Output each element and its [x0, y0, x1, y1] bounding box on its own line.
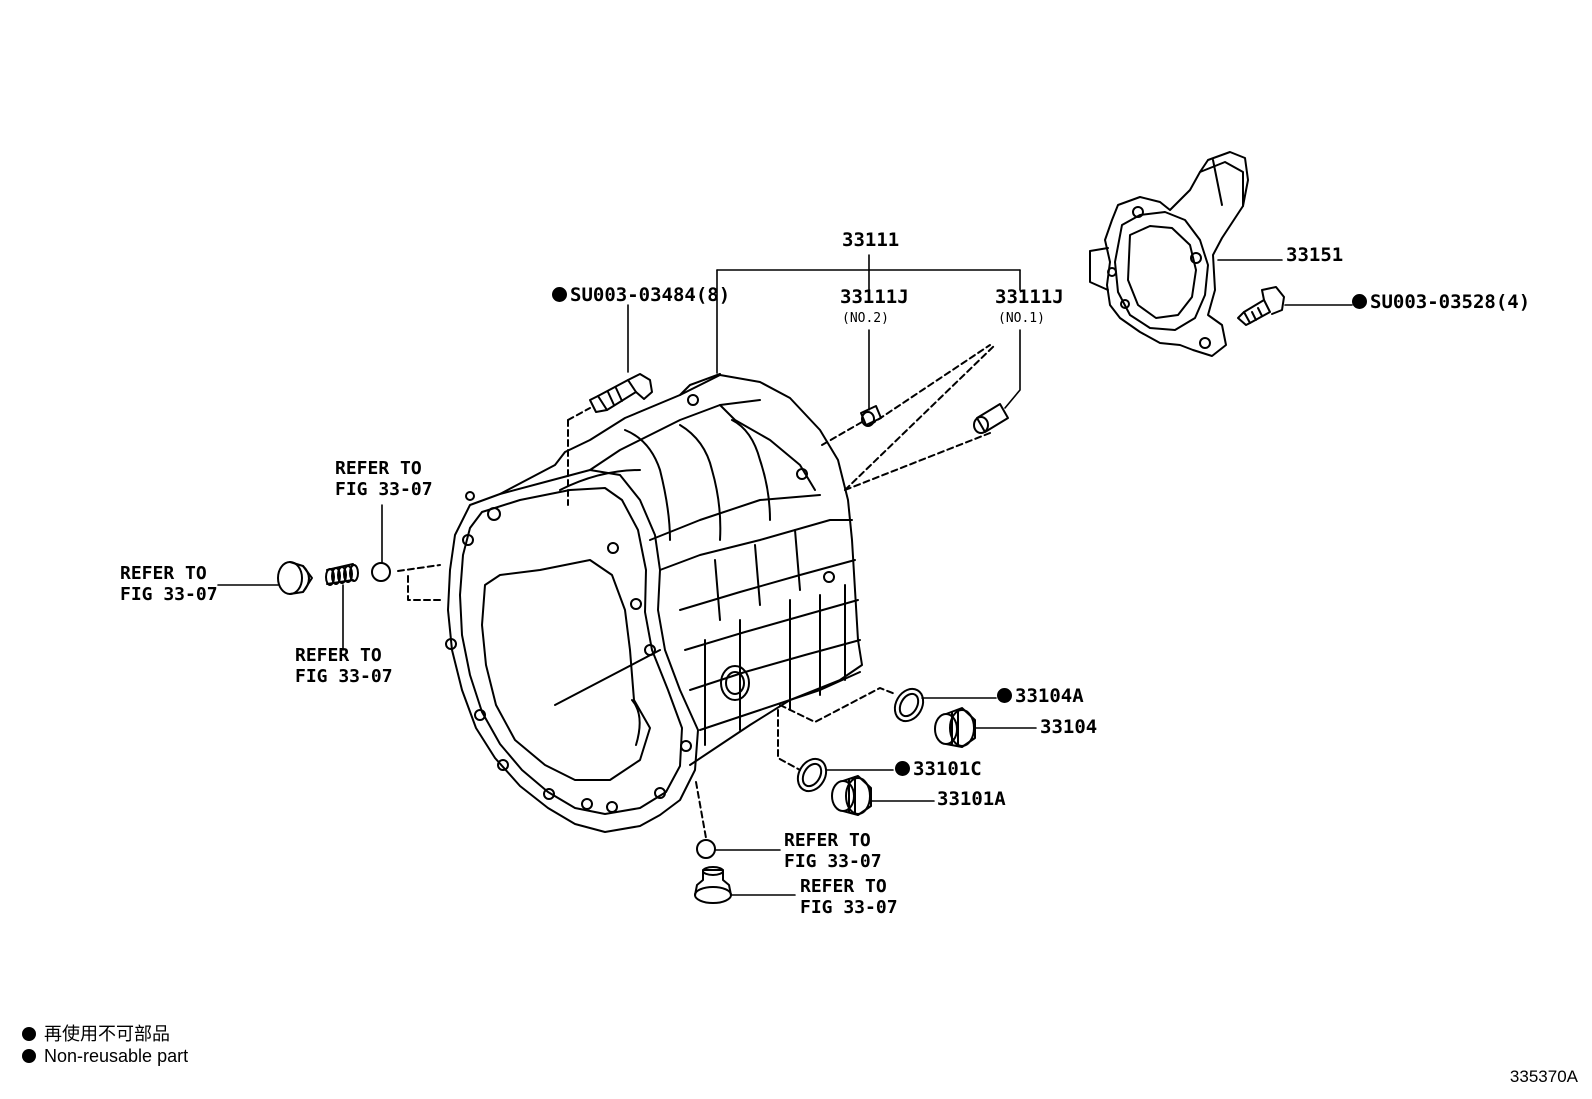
gasket-c-text: 33101C	[913, 758, 982, 780]
left-spring-icon	[325, 563, 359, 586]
bolt-case-text: SU003-03484(8)	[570, 284, 731, 306]
label-33104: 33104	[1040, 716, 1098, 738]
non-reusable-dot-icon	[997, 688, 1012, 703]
non-reusable-dot-icon	[552, 287, 567, 302]
label-33111J-no1: 33111J	[995, 286, 1064, 308]
bottom-ball-icon	[696, 839, 716, 859]
label-33101C: 33101C	[895, 759, 982, 780]
legend-english-text: Non-reusable part	[44, 1046, 189, 1066]
case-bolt-icon	[567, 373, 653, 506]
transmission-case	[445, 373, 863, 833]
figure-number: 335370A	[1509, 1067, 1578, 1086]
bolt-retainer-text: SU003-03528(4)	[1370, 291, 1531, 313]
plug-33101A-icon	[831, 775, 872, 816]
legend-english: Non-reusable part	[22, 1046, 188, 1067]
gasket-a-text: 33104A	[1015, 685, 1084, 707]
label-33101A: 33101A	[937, 788, 1006, 810]
ref-bottom-ball: REFER TO FIG 33-07	[784, 830, 882, 872]
left-ball-icon	[371, 562, 391, 582]
label-33111: 33111	[842, 229, 900, 251]
left-plug-icon	[277, 561, 313, 595]
retainer-33151	[1089, 151, 1249, 357]
label-no1: (NO.1)	[998, 311, 1045, 326]
non-reusable-dot-icon	[1352, 294, 1367, 309]
retainer-bolt-icon	[1237, 286, 1285, 326]
ref-bottom-plug: REFER TO FIG 33-07	[800, 876, 898, 918]
legend-japanese-text: 再使用不可部品	[44, 1024, 170, 1044]
gasket-33104A-icon	[893, 687, 925, 723]
label-33151: 33151	[1286, 244, 1344, 266]
ref-left-top: REFER TO FIG 33-07	[335, 458, 433, 500]
dowel-pin-no1-icon	[973, 403, 1009, 434]
non-reusable-dot-icon	[22, 1049, 36, 1063]
label-bolt-su003-03484: SU003-03484(8)	[552, 285, 730, 306]
bottom-plug-icon	[694, 866, 732, 904]
ref-left-bottom: REFER TO FIG 33-07	[295, 645, 393, 687]
ref-left-mid: REFER TO FIG 33-07	[120, 563, 218, 605]
dowel-pin-no2-icon	[860, 405, 882, 427]
non-reusable-dot-icon	[895, 761, 910, 776]
plug-33104-icon	[934, 707, 976, 748]
non-reusable-dot-icon	[22, 1027, 36, 1041]
label-33104A: 33104A	[997, 686, 1084, 707]
label-33111J-no2: 33111J	[840, 286, 909, 308]
legend-japanese: 再使用不可部品	[22, 1020, 170, 1046]
label-bolt-su003-03528: SU003-03528(4)	[1352, 292, 1530, 313]
label-no2: (NO.2)	[842, 311, 889, 326]
gasket-33101C-icon	[796, 757, 828, 793]
